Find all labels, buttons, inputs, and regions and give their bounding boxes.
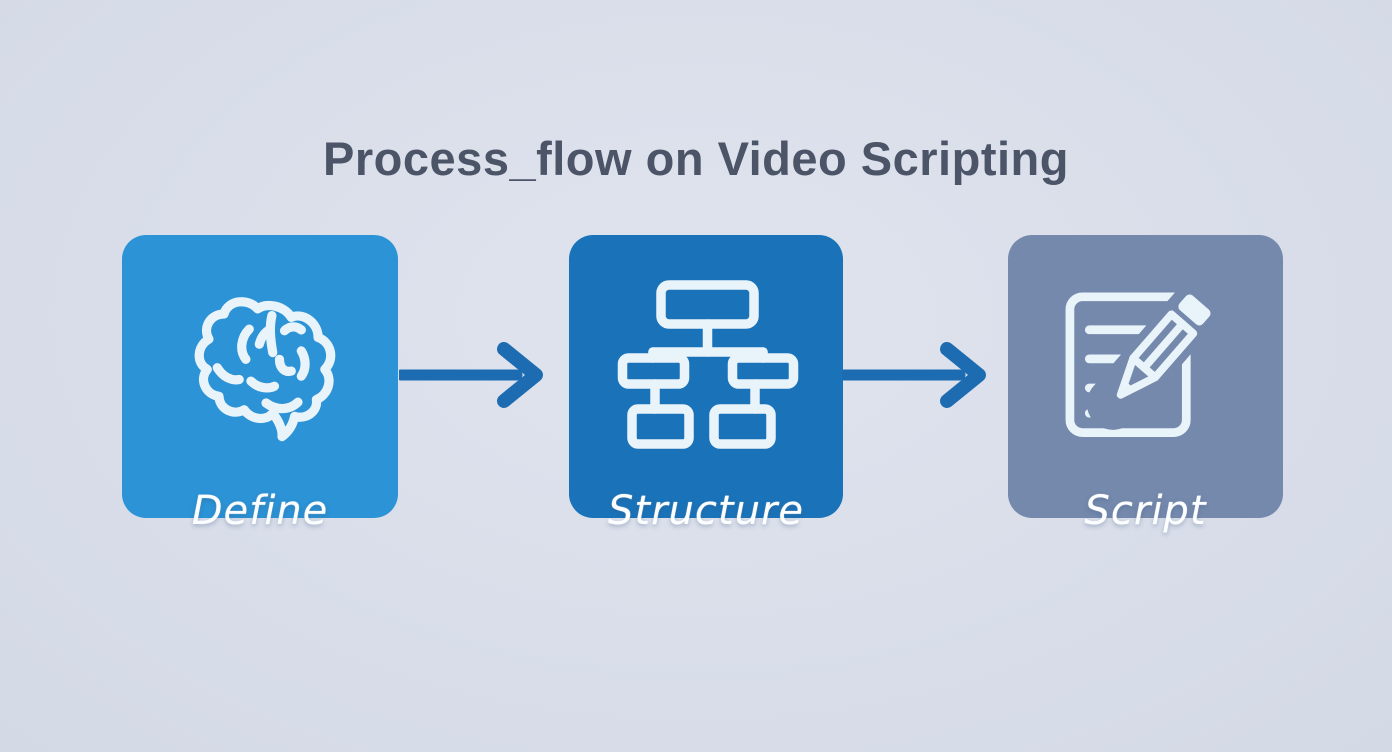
flowchart-icon xyxy=(617,277,799,449)
step-card-structure: Structure xyxy=(569,235,843,534)
arrow-icon xyxy=(395,340,551,410)
brain-icon xyxy=(177,277,345,445)
step-card-define: Define xyxy=(122,235,398,534)
step-label-structure: Structure xyxy=(608,488,804,534)
diagram-title: Process_flow on Video Scripting xyxy=(323,132,1069,185)
step-label-script: Script xyxy=(1084,488,1207,534)
document-pencil-icon xyxy=(1062,270,1233,451)
arrow-icon xyxy=(838,340,994,410)
step-label-define: Define xyxy=(191,488,329,534)
step-card-script: Script xyxy=(1008,235,1283,534)
